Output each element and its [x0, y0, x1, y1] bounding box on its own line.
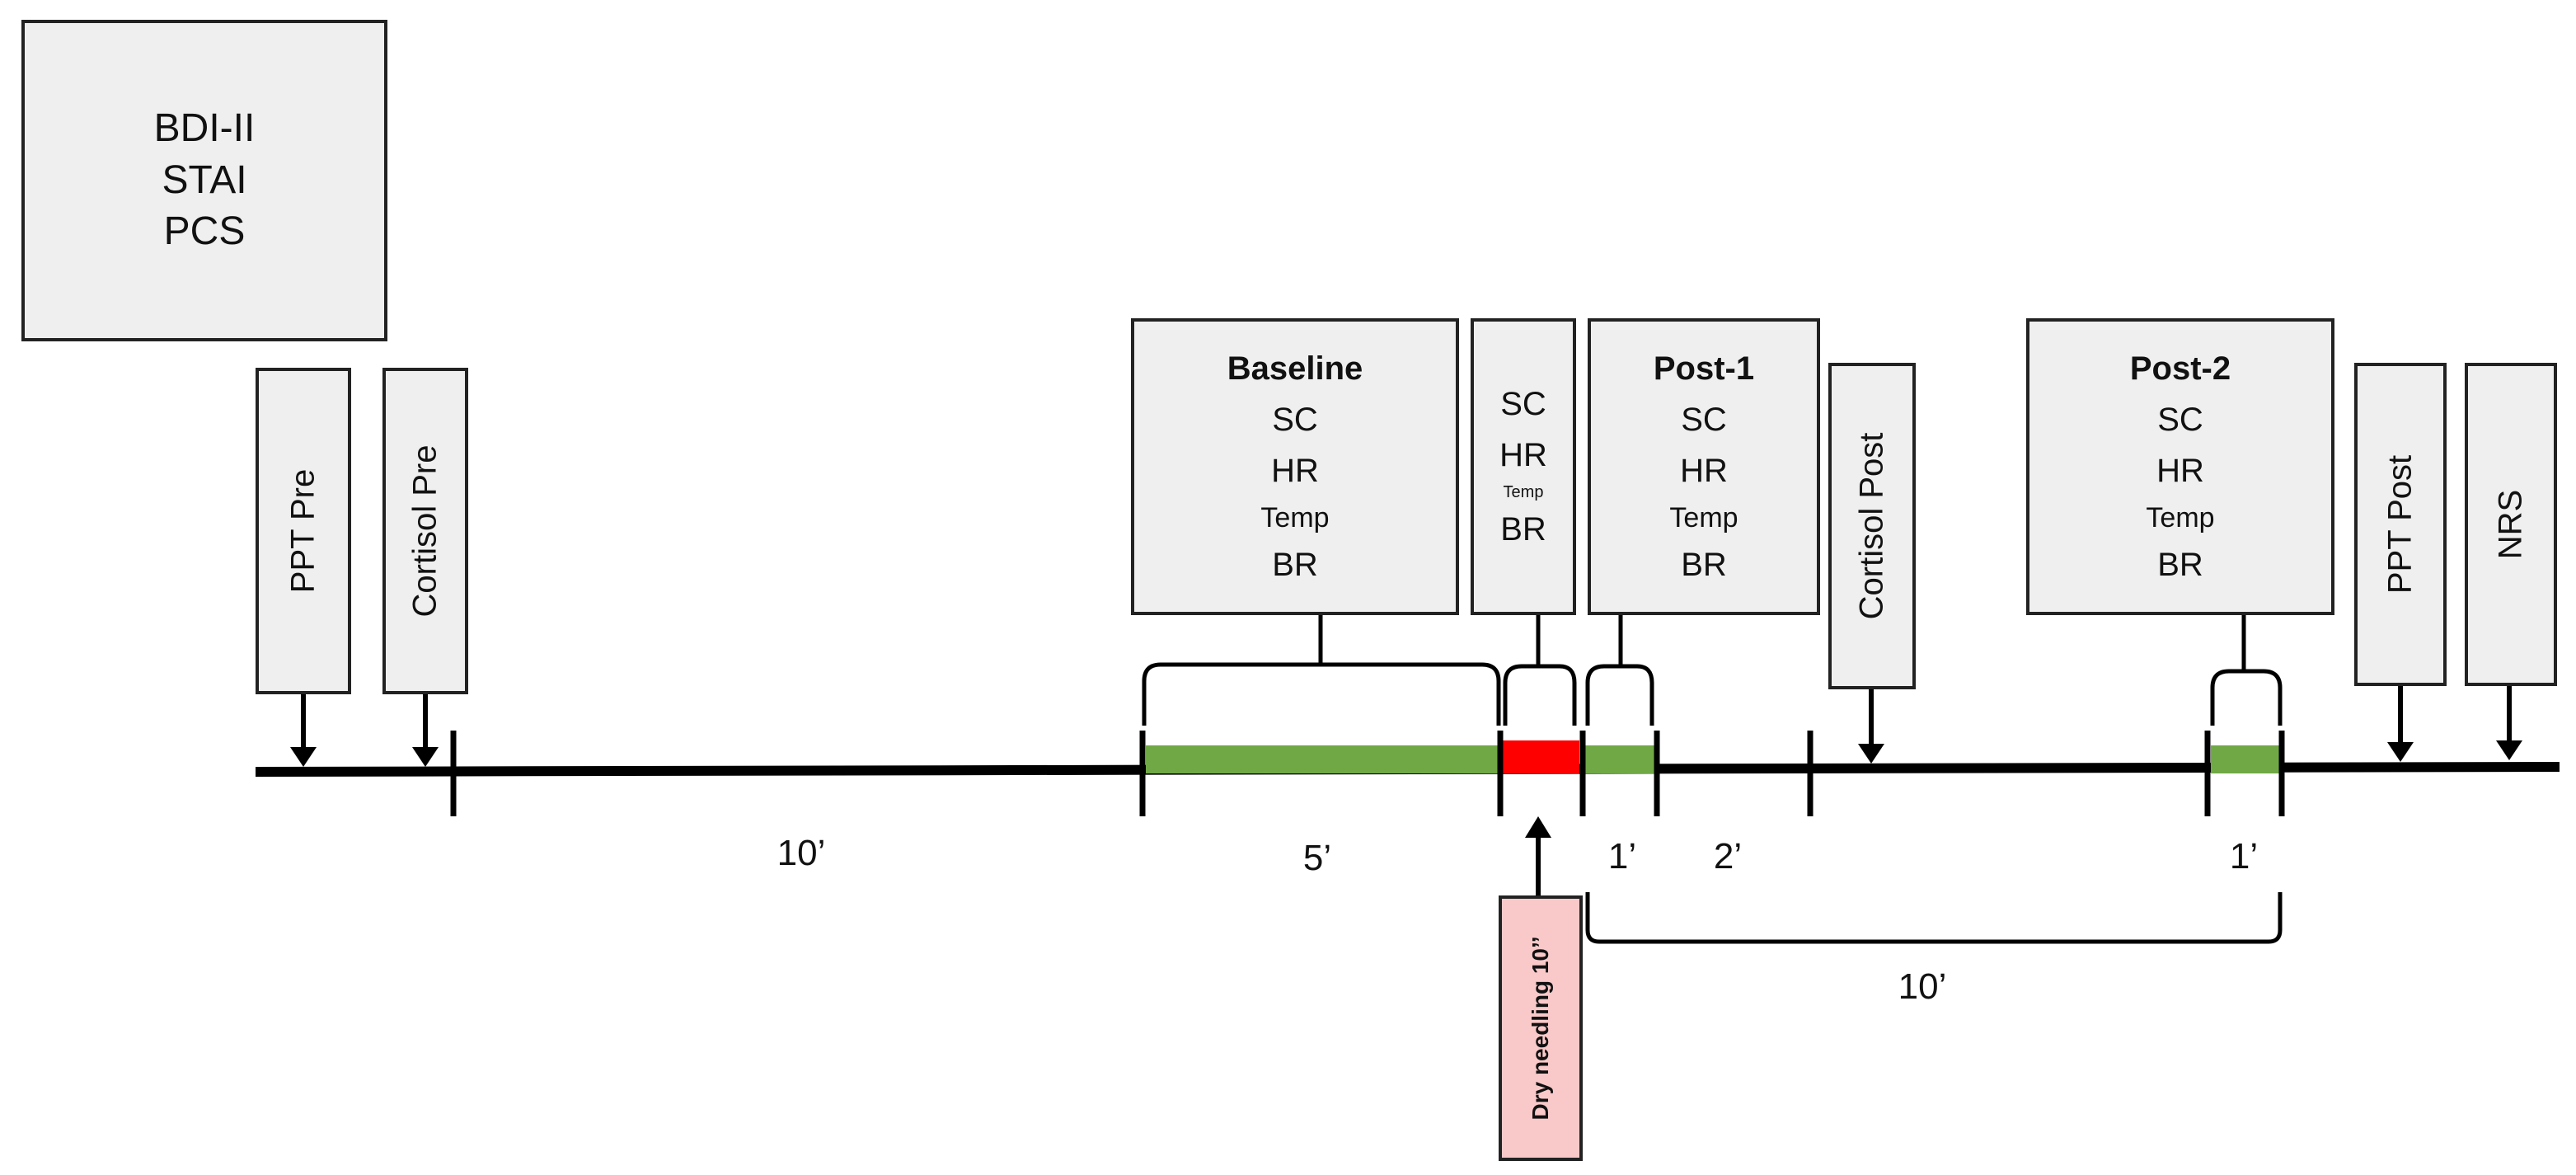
duration-post1: 1’ [1607, 836, 1637, 877]
questionnaire-box: BDI-II STAI PCS [21, 20, 387, 341]
needling-arrow [1525, 816, 1551, 895]
cortisol-post-box: Cortisol Post [1828, 363, 1916, 689]
baseline-title: Baseline [1227, 350, 1363, 387]
needling-hr: HR [1499, 437, 1547, 473]
post2-sc: SC [2157, 401, 2203, 438]
baseline-temp: Temp [1260, 501, 1330, 533]
cortisol-pre-label: Cortisol Pre [406, 444, 443, 618]
duration-gap: 2’ [1713, 836, 1743, 877]
needling-br: BR [1500, 511, 1546, 548]
post1-box: Post-1 SC HR Temp BR [1588, 318, 1820, 615]
questionnaire-bdi: BDI-II [153, 106, 256, 151]
timeline-ticks [450, 731, 2285, 816]
post2-title: Post-2 [2129, 350, 2231, 387]
cortisol-pre-box: Cortisol Pre [382, 368, 468, 694]
duration-post2: 1’ [2229, 836, 2259, 877]
post1-title: Post-1 [1653, 350, 1755, 387]
questionnaire-stai: STAI [162, 157, 247, 202]
baseline-segment [1146, 745, 1500, 773]
ppt-pre-box: PPT Pre [256, 368, 351, 694]
post1-segment [1584, 745, 1659, 773]
post1-temp: Temp [1669, 501, 1738, 533]
followup-bracket [1585, 892, 2283, 944]
dry-needling-label: Dry needling 10’’ [1527, 936, 1553, 1121]
down-arrows [290, 686, 2522, 767]
post1-hr: HR [1680, 452, 1728, 489]
dry-needling-box: Dry needling 10’’ [1499, 895, 1583, 1161]
post2-br: BR [2157, 547, 2203, 584]
baseline-sc: SC [1272, 401, 1318, 438]
post2-hr: HR [2156, 452, 2204, 489]
duration-followup: 10’ [1898, 966, 1947, 1007]
nrs-label: NRS [2492, 489, 2529, 560]
ppt-post-label: PPT Post [2381, 454, 2419, 595]
ppt-post-box: PPT Post [2354, 363, 2447, 686]
cortisol-post-label: Cortisol Post [1853, 432, 1890, 620]
needling-temp: Temp [1503, 483, 1544, 501]
post1-br: BR [1681, 547, 1727, 584]
baseline-box: Baseline SC HR Temp BR [1131, 318, 1459, 615]
post2-box: Post-2 SC HR Temp BR [2026, 318, 2334, 615]
duration-baseline: 5’ [1302, 838, 1332, 878]
top-brackets [1142, 613, 2283, 726]
baseline-hr: HR [1271, 452, 1319, 489]
needling-segment [1502, 740, 1579, 773]
post1-sc: SC [1681, 401, 1727, 438]
baseline-br: BR [1272, 547, 1318, 584]
nrs-box: NRS [2465, 363, 2557, 686]
needling-measures-box: SC HR Temp BR [1471, 318, 1576, 615]
questionnaire-pcs: PCS [163, 209, 246, 254]
duration-wait: 10’ [777, 833, 826, 873]
post2-segment [2211, 745, 2283, 773]
needling-sc: SC [1500, 386, 1546, 422]
post2-temp: Temp [2146, 501, 2215, 533]
ppt-pre-label: PPT Pre [284, 468, 321, 594]
